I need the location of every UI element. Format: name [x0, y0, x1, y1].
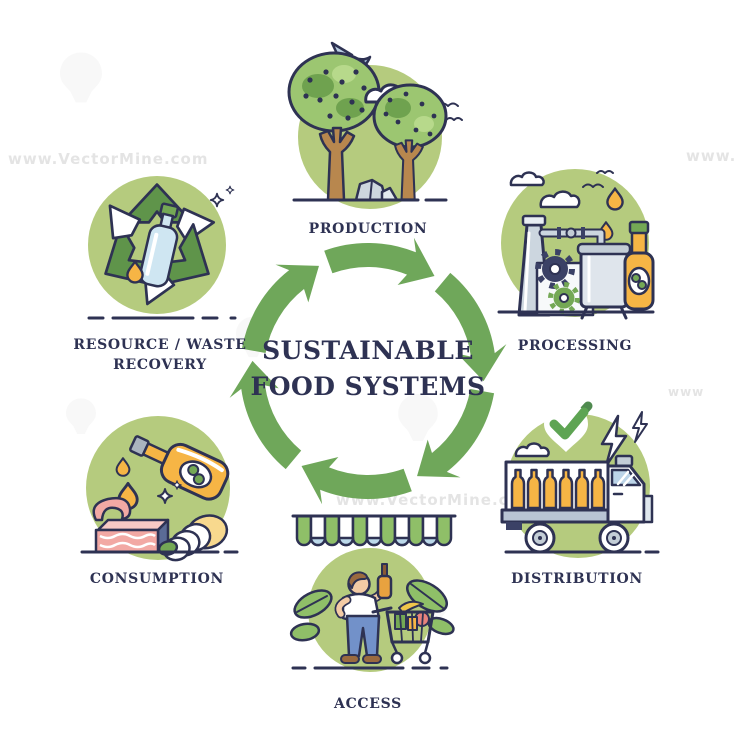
cycle-arrow: [434, 272, 507, 382]
shopping-cart-icon: [371, 600, 435, 665]
cycle-arrows-icon: [229, 237, 507, 505]
access-icon: [289, 514, 457, 672]
awning-icon: [291, 514, 457, 547]
recycling-icon: [87, 176, 237, 320]
pipes-icon: [538, 227, 606, 252]
plastic-bottle-icon: [139, 202, 179, 288]
cycle-arrow: [324, 237, 435, 285]
factory-chimney-icon: [517, 214, 551, 317]
oil-drop-icon: [115, 457, 131, 477]
cloud-icon: [509, 171, 545, 187]
gear-icon: [548, 282, 580, 314]
stage-label-production: PRODUCTION: [308, 221, 428, 237]
check-pin-icon: [544, 401, 593, 452]
sparkle-icon: [172, 480, 182, 490]
cycle-arrow: [301, 457, 412, 505]
shrimp-icon: [92, 496, 132, 522]
page-title: SUSTAINABLE FOOD SYSTEMS: [218, 333, 518, 405]
cloud-icon: [539, 190, 581, 209]
bottle-in-hand-icon: [376, 563, 393, 600]
oil-drop-icon: [126, 260, 144, 284]
flying-bird-icon: [445, 117, 463, 121]
lightning-icon: [632, 411, 648, 443]
truck-icon: [500, 454, 654, 554]
sparkle-icon: [225, 185, 235, 195]
stage-label-resource-waste-recovery: RESOURCE / WASTE RECOVERY: [73, 337, 247, 373]
watermark-pin-icon: [66, 398, 96, 434]
cloud-icon: [514, 442, 550, 458]
gear-icon: [535, 249, 575, 289]
stage-label-access: ACCESS: [334, 696, 402, 712]
bottle-crate-icon: [510, 468, 606, 510]
title-line-2: FOOD SYSTEMS: [250, 372, 486, 401]
watermark-text: www.VectorMine.com: [686, 147, 736, 165]
shopper-icon: [334, 563, 393, 664]
cycle-arrow: [229, 360, 302, 470]
distribution-icon: [500, 401, 660, 558]
tree-icon: [372, 83, 448, 201]
watermark-pin-icon: [398, 394, 438, 442]
stage-label-consumption: CONSUMPTION: [89, 571, 225, 587]
salmon-icon: [94, 518, 170, 554]
tank-icon: [576, 242, 632, 320]
watermark-pin-icon: [60, 52, 102, 103]
flying-bird-icon: [596, 170, 614, 174]
oil-drop-icon: [606, 187, 624, 211]
leaf-icon: [289, 589, 333, 642]
oil-bottle-icon: [623, 220, 655, 311]
sparkle-icon: [157, 488, 173, 504]
wheel-icon: [524, 522, 556, 554]
title-line-1: SUSTAINABLE: [262, 336, 474, 365]
sparkle-icon: [209, 192, 225, 208]
watermark-text: www.VectorMine.com: [8, 150, 209, 168]
wheel-icon: [598, 522, 630, 554]
flying-bird-icon: [582, 183, 604, 188]
processing-icon: [497, 169, 655, 320]
stage-label-distribution: DISTRIBUTION: [511, 571, 643, 587]
leaf-icon: [406, 579, 455, 636]
watermark-text: www: [668, 385, 705, 399]
consumption-icon: [80, 416, 239, 562]
stage-label-processing: PROCESSING: [517, 338, 633, 354]
cycle-arrow: [417, 389, 495, 478]
cycle-arrow: [241, 264, 319, 353]
production-icon: [287, 41, 463, 209]
